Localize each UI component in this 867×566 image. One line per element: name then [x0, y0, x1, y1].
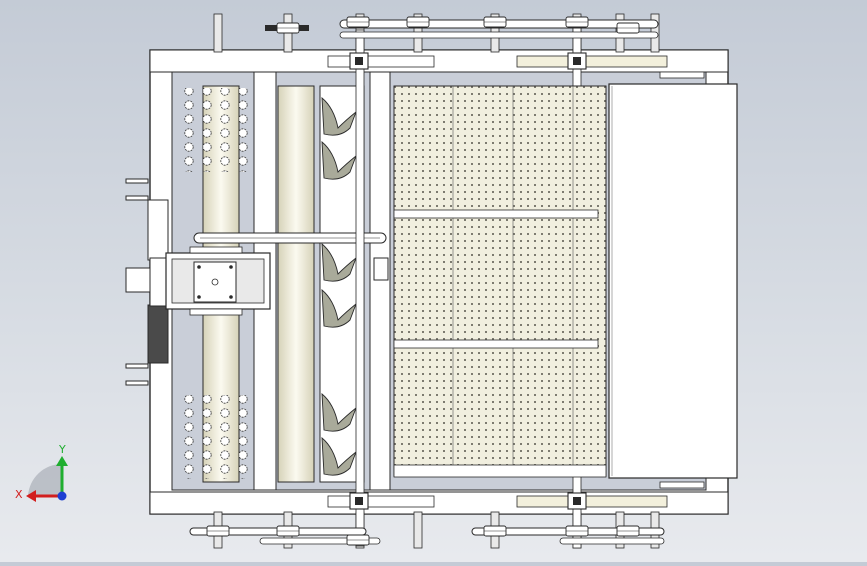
bearing-core — [355, 497, 363, 505]
auger-blade — [321, 140, 357, 180]
bearing-core — [573, 497, 581, 505]
auger-blade — [321, 436, 357, 476]
bearing-core — [355, 57, 363, 65]
drive-belt — [193, 232, 387, 244]
x-axis-label: X — [15, 488, 23, 501]
discharge-plate — [608, 71, 738, 489]
shaft-end-top — [213, 13, 223, 53]
top-belt — [265, 19, 659, 39]
coordinate-triad[interactable]: Y X — [15, 443, 68, 502]
auger-blade — [321, 392, 357, 432]
z-axis-point — [57, 491, 67, 501]
bearing-core — [573, 57, 581, 65]
auger-blade — [321, 96, 357, 136]
smooth-roller — [277, 85, 315, 483]
center-bearing — [373, 257, 389, 281]
bottom-belt — [189, 527, 665, 545]
left-bracket — [125, 178, 171, 386]
y-axis-arrowhead — [56, 456, 68, 466]
screen-mesh — [393, 85, 607, 478]
auger-blade — [321, 288, 357, 328]
pulleys — [206, 16, 640, 546]
main-shaft — [355, 29, 365, 547]
shaft-end-bottom — [413, 511, 423, 549]
gearbox-motor — [165, 246, 271, 316]
y-axis-label: Y — [58, 443, 66, 456]
auger-blade — [321, 242, 357, 282]
x-axis-arrowhead — [26, 490, 36, 502]
